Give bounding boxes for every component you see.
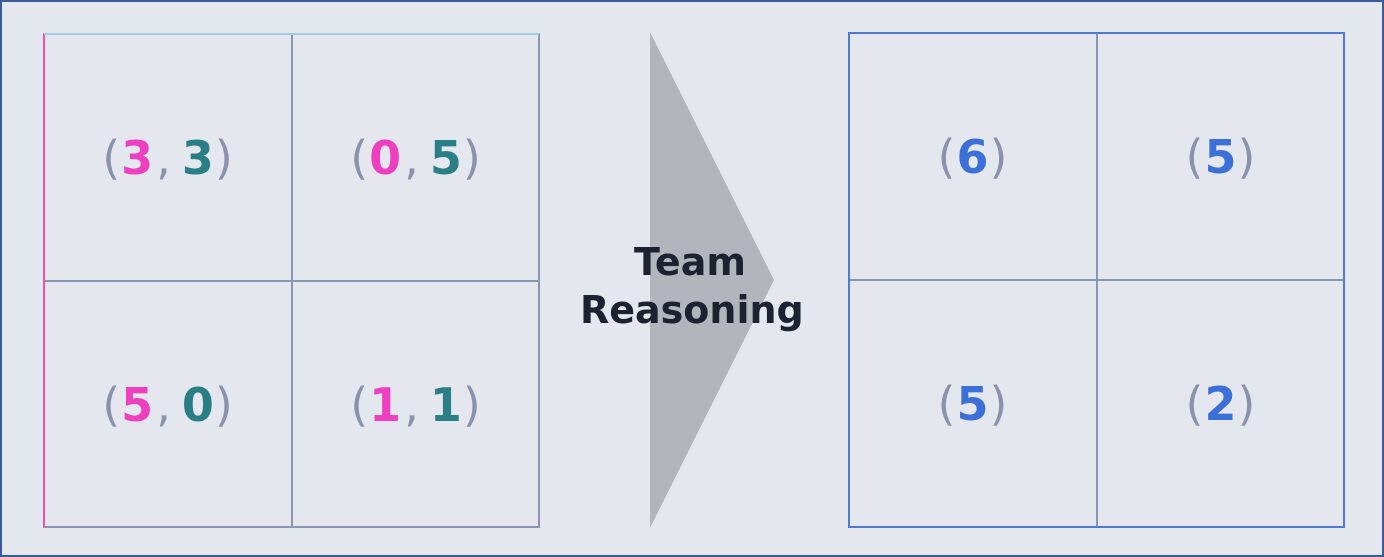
arrow-label-line1: Team — [634, 240, 746, 284]
player2-payoff: 1 — [429, 377, 463, 432]
close-paren: ) — [214, 130, 234, 185]
arrow-triangle — [650, 32, 774, 528]
payoff-cell-top-left: (3,3) — [45, 35, 291, 280]
open-paren: ( — [937, 376, 957, 431]
player1-payoff: 0 — [369, 130, 403, 185]
team-payoff: 5 — [956, 376, 990, 431]
open-paren: ( — [102, 130, 122, 185]
open-paren: ( — [1185, 129, 1205, 184]
team-payoff: 2 — [1204, 376, 1238, 431]
player2-payoff: 0 — [181, 377, 215, 432]
player1-payoff: 1 — [369, 377, 403, 432]
arrow-label: Team Reasoning — [580, 238, 804, 334]
team-payoff: 6 — [956, 129, 990, 184]
open-paren: ( — [350, 130, 370, 185]
team-cell-top-left: (6) — [850, 34, 1096, 279]
close-paren: ) — [1237, 129, 1257, 184]
player1-payoff: 3 — [121, 130, 155, 185]
player1-payoff: 5 — [121, 377, 155, 432]
player2-payoff: 5 — [429, 130, 463, 185]
team-cell-bottom-left: (5) — [850, 281, 1096, 526]
team-cell-top-right: (5) — [1098, 34, 1344, 279]
payoff-cell-bottom-right: (1,1) — [293, 282, 539, 527]
open-paren: ( — [1185, 376, 1205, 431]
team-cell-bottom-right: (2) — [1098, 281, 1344, 526]
close-paren: ) — [214, 377, 234, 432]
comma: , — [404, 130, 420, 185]
matrix-divider-horizontal — [45, 280, 538, 282]
payoff-cell-bottom-left: (5,0) — [45, 282, 291, 527]
player2-payoff: 3 — [181, 130, 215, 185]
close-paren: ) — [989, 129, 1009, 184]
close-paren: ) — [989, 376, 1009, 431]
open-paren: ( — [102, 377, 122, 432]
matrix-divider-horizontal — [850, 279, 1343, 281]
close-paren: ) — [1237, 376, 1257, 431]
comma: , — [404, 377, 420, 432]
arrow-label-line2: Reasoning — [580, 288, 804, 332]
open-paren: ( — [350, 377, 370, 432]
team-payoff-matrix: (6) (5) (5) (2) — [848, 32, 1345, 528]
comma: , — [156, 377, 172, 432]
arrow-shape — [650, 32, 774, 528]
close-paren: ) — [462, 377, 482, 432]
individual-payoff-matrix: (3,3) (0,5) (5,0) (1,1) — [43, 33, 540, 528]
team-payoff: 5 — [1204, 129, 1238, 184]
payoff-cell-top-right: (0,5) — [293, 35, 539, 280]
comma: , — [156, 130, 172, 185]
open-paren: ( — [937, 129, 957, 184]
close-paren: ) — [462, 130, 482, 185]
